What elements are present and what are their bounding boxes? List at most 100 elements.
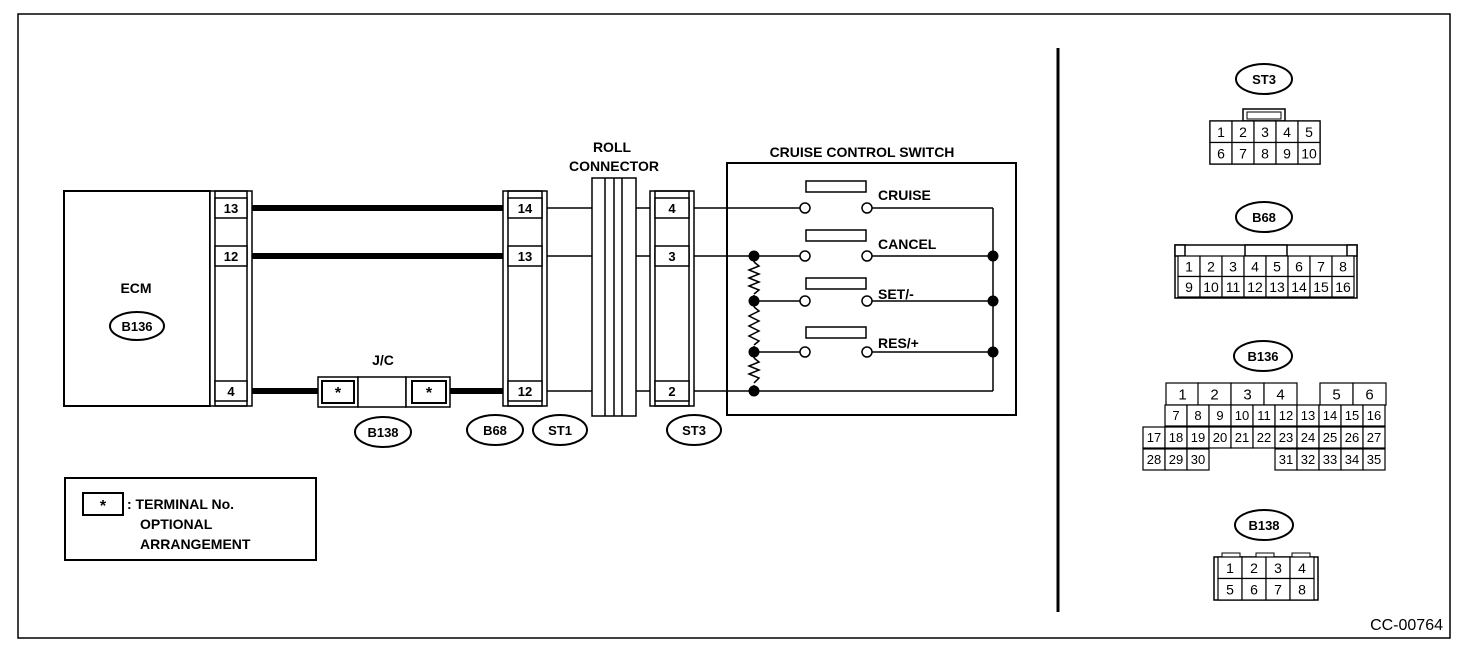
jc-label: J/C <box>372 352 394 368</box>
harness-wires <box>252 205 503 394</box>
b68-pin-label: 1 <box>1185 258 1193 274</box>
b68-pin-cell <box>1331 275 1355 298</box>
roll-connector-label-1: ROLL <box>593 139 632 155</box>
b136-pin-label: 29 <box>1169 452 1183 467</box>
b68-badge-label: B68 <box>483 423 507 438</box>
st3-pin-label: 6 <box>1217 145 1225 161</box>
b138-view-label: B138 <box>1248 518 1279 533</box>
b68-pin-14: 14 <box>518 201 533 216</box>
b136-pin-label: 21 <box>1235 430 1249 445</box>
b68-pin-13: 13 <box>518 249 532 264</box>
b136-pin-label: 5 <box>1332 386 1340 403</box>
b136-pin-label: 7 <box>1172 408 1179 423</box>
st3-pin-cell <box>1297 141 1321 165</box>
jc-terminal-mark-2: * <box>426 385 433 402</box>
b138-pin-label: 3 <box>1274 560 1282 576</box>
b136-pin-label: 4 <box>1276 386 1284 403</box>
b136-pin-cell <box>1362 404 1386 427</box>
st3-pin-label: 3 <box>1261 124 1269 140</box>
b138-pin-label: 1 <box>1226 560 1234 576</box>
ecm-unit: ECM B136 <box>63 190 211 407</box>
ecm-pin-4: 4 <box>227 384 235 399</box>
switch-set: SET/- <box>799 277 914 307</box>
b138-pin-label: 6 <box>1250 581 1258 597</box>
st3-pin-label: 10 <box>1301 145 1317 161</box>
joint-connector: J/C * * B138 <box>317 352 451 448</box>
b138-pin-label: 4 <box>1298 560 1306 576</box>
b136-pin-label: 2 <box>1210 386 1218 403</box>
legend-line-1: : TERMINAL No. <box>127 496 234 512</box>
st3-view-label: ST3 <box>1252 72 1276 87</box>
ecm-label: ECM <box>120 280 151 296</box>
b68-connector: 14 13 12 B68 <box>466 190 548 446</box>
b68-pin-label: 13 <box>1269 279 1285 295</box>
b136-pin-label: 11 <box>1257 408 1271 423</box>
legend-mark: * <box>100 498 107 515</box>
figure-id: CC-00764 <box>1370 617 1443 634</box>
jc-terminal-mark-1: * <box>335 385 342 402</box>
b136-pin-cell <box>1362 426 1386 449</box>
b136-pin-label: 19 <box>1191 430 1205 445</box>
b136-pin-label: 30 <box>1191 452 1205 467</box>
b68-pin-label: 3 <box>1229 258 1237 274</box>
b136-pin-label: 33 <box>1323 452 1337 467</box>
b68-pin-label: 11 <box>1226 279 1241 295</box>
b138-pin-cell <box>1289 577 1315 601</box>
st3-connector-badge <box>666 414 722 446</box>
b136-pin-label: 24 <box>1301 430 1315 445</box>
b136-pin-label: 22 <box>1257 430 1271 445</box>
b136-pin-label: 25 <box>1323 430 1337 445</box>
st3-pin-label: 4 <box>1283 124 1291 140</box>
b136-pin-cell <box>1186 448 1210 471</box>
b136-pin-label: 10 <box>1235 408 1249 423</box>
b136-pin-label: 28 <box>1147 452 1161 467</box>
ecm-connector: 13 12 4 <box>209 190 253 407</box>
b138-pin-label: 2 <box>1250 560 1258 576</box>
b136-pin-label: 15 <box>1345 408 1359 423</box>
st3-pin-4: 4 <box>668 201 676 216</box>
b136-pin-label: 9 <box>1216 408 1223 423</box>
b68-pin-label: 9 <box>1185 279 1193 295</box>
ecm-pin-13: 13 <box>224 201 238 216</box>
switch-label-res: RES/+ <box>878 335 919 351</box>
switch-label-cruise: CRUISE <box>878 187 931 203</box>
b136-pin-label: 23 <box>1279 430 1293 445</box>
b136-pin-label: 32 <box>1301 452 1315 467</box>
st3-pin-label: 1 <box>1217 124 1225 140</box>
b136-pin-label: 14 <box>1323 408 1337 423</box>
roll-connector: ROLL CONNECTOR ST1 <box>532 139 659 446</box>
cruise-control-switch: CRUISE CONTROL SWITCH <box>694 144 1017 416</box>
b136-pin-label: 3 <box>1243 386 1251 403</box>
switch-cruise: CRUISE <box>799 180 931 214</box>
b68-pin-label: 14 <box>1291 279 1307 295</box>
b136-pin-label: 27 <box>1367 430 1381 445</box>
b136-pin-label: 35 <box>1367 452 1381 467</box>
b136-pin-label: 12 <box>1279 408 1293 423</box>
st3-pin-label: 5 <box>1305 124 1313 140</box>
b68-pin-label: 15 <box>1313 279 1329 295</box>
switch-cancel: CANCEL <box>799 229 937 262</box>
b68-pin-label: 2 <box>1207 258 1215 274</box>
b136-pin-label: 34 <box>1345 452 1359 467</box>
legend-line-2: OPTIONAL <box>140 516 213 532</box>
b68-pin-label: 16 <box>1335 279 1351 295</box>
b136-pin-label: 13 <box>1301 408 1315 423</box>
thin-wires-left <box>547 207 650 392</box>
b138-pin-label: 7 <box>1274 581 1282 597</box>
b68-pin-label: 4 <box>1251 258 1259 274</box>
b68-pin-label: 10 <box>1203 279 1219 295</box>
b136-pin-label: 17 <box>1147 430 1161 445</box>
cruise-switch-title: CRUISE CONTROL SWITCH <box>770 144 955 160</box>
st3-connector: 4 3 2 ST3 <box>649 190 722 446</box>
b138-badge-label: B138 <box>367 425 398 440</box>
b138-pin-label: 5 <box>1226 581 1234 597</box>
st1-connector-badge <box>532 414 588 446</box>
st3-pin-3: 3 <box>668 249 675 264</box>
b136-pin-label: 16 <box>1367 408 1381 423</box>
legend-line-3: ARRANGEMENT <box>140 536 251 552</box>
